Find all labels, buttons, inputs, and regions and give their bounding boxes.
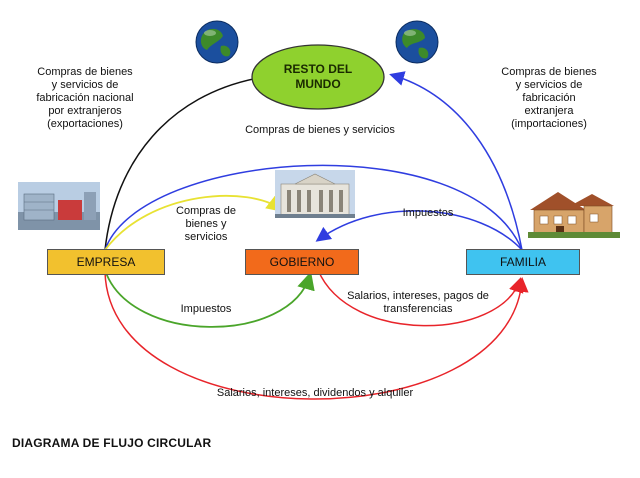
family-taxes-label: Impuestos [402,207,454,219]
consumption-flow-line [104,164,523,251]
empresa-node: EMPRESA [47,249,165,275]
gov-purchases-flow-line [104,194,285,251]
gov-purchases-label: Compras de bienes y servicios [176,205,236,243]
imports-label: Compras de bienes y servicios de fabrica… [501,66,597,130]
rest-of-world-node [251,44,385,110]
business-taxes-label: Impuestos [180,303,232,315]
gov-transfer-flow-line [317,269,524,327]
globe-icon [395,20,439,64]
exports-label: Compras de bienes y servicios de fabrica… [36,66,134,130]
diagram-title: DIAGRAMA DE FLUJO CIRCULAR [12,436,212,450]
familia-node: FAMILIA [466,249,580,275]
globe-icon [195,20,239,64]
wages-dividends-label: Salarios, intereses, dividendos y alquil… [216,387,414,399]
export-flow-line [104,77,259,251]
business-tax-flow-line [104,269,315,328]
goods-services-label: Compras de bienes y servicios [245,124,395,136]
wages-flow-line [104,271,529,400]
gobierno-node: GOBIERNO [245,249,359,275]
family-tax-flow-line [315,210,523,251]
import-flow-line [389,71,523,251]
rest-of-world-label: RESTO DEL MUNDO [283,62,353,91]
government-building-icon [275,170,355,218]
transfers-label: Salarios, intereses, pagos de transferen… [347,290,489,315]
factory-icon [18,182,100,230]
house-icon [528,192,620,238]
